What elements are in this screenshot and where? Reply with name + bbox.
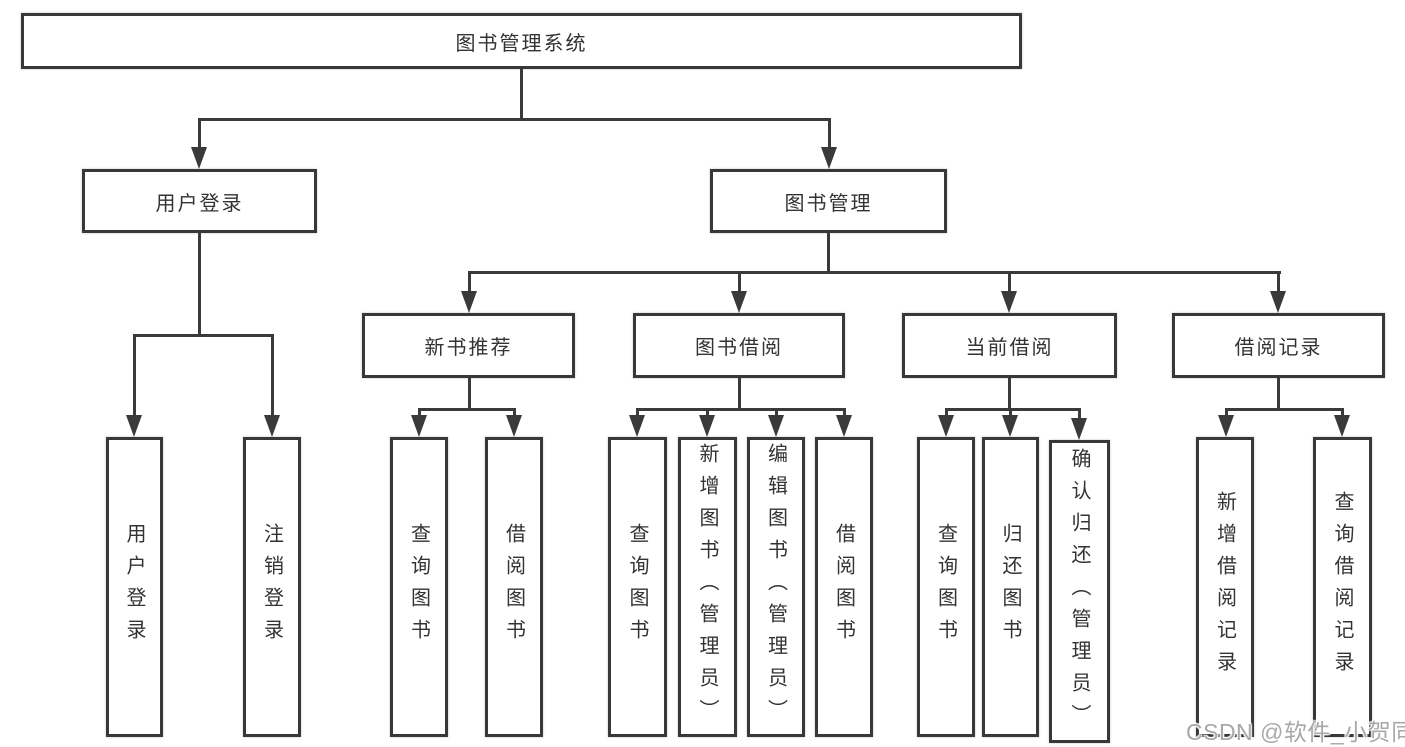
node-leaf-edit-book-admin: 编辑图书（管理员） <box>747 437 805 737</box>
node-book-management: 图书管理 <box>710 169 947 233</box>
connector-drop <box>1078 408 1081 420</box>
connector-borrow-record-stem <box>1277 377 1280 411</box>
connector-drop <box>1225 408 1228 417</box>
node-book-borrow: 图书借阅 <box>633 313 845 378</box>
arrow-down-icon <box>506 415 522 437</box>
arrow-down-icon <box>1002 415 1018 437</box>
arrow-down-icon <box>264 415 280 437</box>
connector-root-branch <box>198 118 831 121</box>
node-borrow-record: 借阅记录 <box>1172 313 1385 378</box>
connector-drop-book-borrow <box>738 271 741 293</box>
node-user-login: 用户登录 <box>82 169 317 233</box>
connector-drop <box>775 408 778 417</box>
arrow-down-icon <box>1270 291 1286 313</box>
node-leaf-query-borrow-record: 查询借阅记录 <box>1313 437 1372 737</box>
connector-book-management-branch <box>468 271 1281 274</box>
connector-drop <box>945 408 948 417</box>
connector-current-borrow-branch <box>945 408 1081 411</box>
arrow-down-icon <box>821 147 837 169</box>
connector-drop-user-login <box>198 118 201 150</box>
arrow-down-icon <box>1218 415 1234 437</box>
arrow-down-icon <box>461 291 477 313</box>
connector-drop <box>706 408 709 417</box>
connector-drop-current-borrow <box>1008 271 1011 293</box>
connector-book-borrow-stem <box>738 377 741 411</box>
arrow-down-icon <box>938 415 954 437</box>
connector-drop-leaf-user-login <box>133 334 136 416</box>
connector-book-management-stem <box>827 232 830 274</box>
node-leaf-borrow-book-2: 借阅图书 <box>815 437 873 737</box>
arrow-down-icon <box>699 415 715 437</box>
node-leaf-user-login: 用户登录 <box>106 437 163 737</box>
watermark: CSDN @软件_小贺同学 <box>1186 719 1405 745</box>
arrow-down-icon <box>191 147 207 169</box>
node-leaf-query-book-2: 查询图书 <box>608 437 667 737</box>
connector-drop <box>418 408 421 417</box>
connector-drop <box>1009 408 1012 417</box>
connector-user-login-branch <box>133 334 274 337</box>
arrow-down-icon <box>768 415 784 437</box>
connector-drop <box>1341 408 1344 417</box>
node-leaf-add-borrow-record: 新增借阅记录 <box>1196 437 1254 737</box>
node-current-borrow: 当前借阅 <box>902 313 1117 378</box>
node-leaf-return-book: 归还图书 <box>982 437 1039 737</box>
connector-drop-new-book-recommend <box>468 271 471 293</box>
node-leaf-query-book-1: 查询图书 <box>390 437 448 737</box>
connector-drop <box>636 408 639 417</box>
connector-current-borrow-stem <box>1008 377 1011 411</box>
node-leaf-borrow-book-1: 借阅图书 <box>485 437 543 737</box>
arrow-down-icon <box>126 415 142 437</box>
connector-book-borrow-branch <box>636 408 846 411</box>
arrow-down-icon <box>1334 415 1350 437</box>
arrow-down-icon <box>411 415 427 437</box>
connector-drop <box>843 408 846 417</box>
node-leaf-query-book-3: 查询图书 <box>917 437 975 737</box>
connector-new-book-recommend-branch <box>418 408 516 411</box>
arrow-down-icon <box>836 415 852 437</box>
connector-drop-leaf-logout <box>271 334 274 416</box>
connector-user-login-stem <box>198 232 201 336</box>
arrow-down-icon <box>629 415 645 437</box>
connector-borrow-record-branch <box>1225 408 1344 411</box>
node-leaf-logout: 注销登录 <box>243 437 301 737</box>
connector-drop-book-management <box>828 118 831 150</box>
connector-drop <box>513 408 516 417</box>
connector-drop-borrow-record <box>1277 271 1280 293</box>
node-root: 图书管理系统 <box>21 13 1022 69</box>
arrow-down-icon <box>731 291 747 313</box>
node-leaf-add-book-admin: 新增图书（管理员） <box>678 437 737 737</box>
connector-root-stem <box>520 69 523 121</box>
arrow-down-icon <box>1071 418 1087 440</box>
node-leaf-confirm-return-admin: 确认归还（管理员） <box>1049 440 1110 743</box>
arrow-down-icon <box>1001 291 1017 313</box>
connector-new-book-recommend-stem <box>468 377 471 411</box>
node-new-book-recommend: 新书推荐 <box>362 313 575 378</box>
